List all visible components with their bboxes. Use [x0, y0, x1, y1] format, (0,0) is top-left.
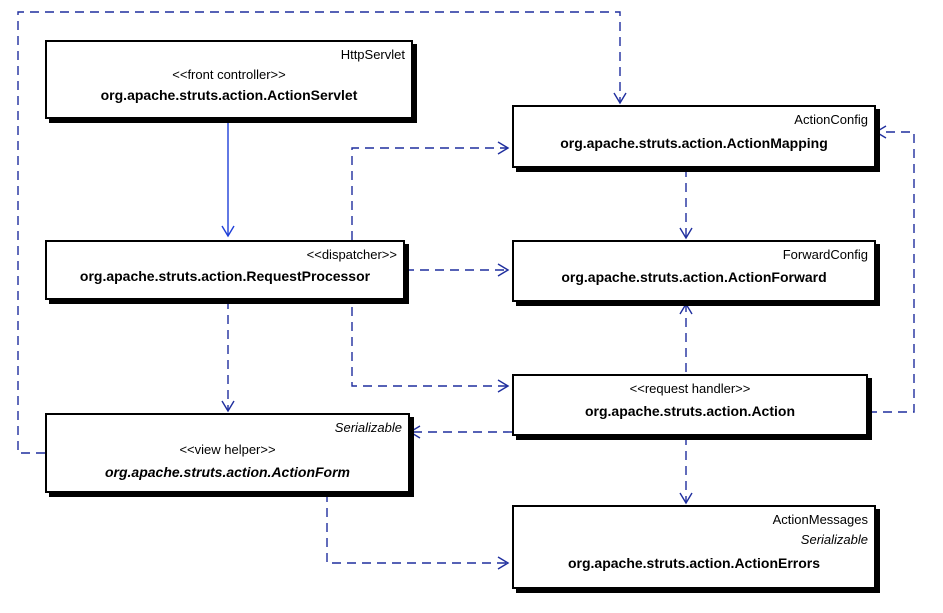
edge-actionform-to-actionerrors [326, 493, 510, 570]
class-action-forward: ForwardConfig org.apache.struts.action.A… [512, 240, 876, 302]
action-form-stereotype: <<view helper>> [179, 442, 276, 457]
class-action: <<request handler>> org.apache.struts.ac… [512, 374, 868, 436]
edge-actionform-to-actionmapping [17, 11, 627, 454]
action-stereotype: <<request handler>> [629, 381, 751, 396]
edge-requestprocessor-to-actionmapping [351, 141, 510, 240]
class-action-form: Serializable <<view helper>> org.apache.… [45, 413, 410, 493]
action-errors-interface: Serializable [800, 532, 868, 547]
action-errors-name: org.apache.struts.action.ActionErrors [567, 555, 821, 571]
class-action-errors: ActionMessages Serializable org.apache.s… [512, 505, 876, 589]
action-forward-name: org.apache.struts.action.ActionForward [561, 269, 827, 285]
action-errors-superclass: ActionMessages [772, 512, 868, 527]
action-mapping-superclass: ActionConfig [794, 112, 868, 127]
edge-requestprocessor-to-action [351, 307, 510, 393]
action-form-interface: Serializable [334, 420, 402, 435]
edge-action-to-actionmapping [868, 125, 915, 413]
class-request-processor: <<dispatcher>> org.apache.struts.action.… [45, 240, 405, 300]
request-processor-stereotype: <<dispatcher>> [306, 247, 397, 262]
action-mapping-name: org.apache.struts.action.ActionMapping [560, 135, 828, 151]
request-processor-name: org.apache.struts.action.RequestProcesso… [79, 268, 371, 284]
action-servlet-superclass: HttpServlet [340, 47, 405, 62]
action-form-name: org.apache.struts.action.ActionForm [104, 464, 351, 480]
class-action-mapping: ActionConfig org.apache.struts.action.Ac… [512, 105, 876, 168]
action-servlet-name: org.apache.struts.action.ActionServlet [100, 87, 358, 103]
action-servlet-stereotype: <<front controller>> [172, 67, 286, 82]
action-name: org.apache.struts.action.Action [584, 403, 796, 419]
action-forward-superclass: ForwardConfig [782, 247, 868, 262]
class-action-servlet: HttpServlet <<front controller>> org.apa… [45, 40, 413, 119]
